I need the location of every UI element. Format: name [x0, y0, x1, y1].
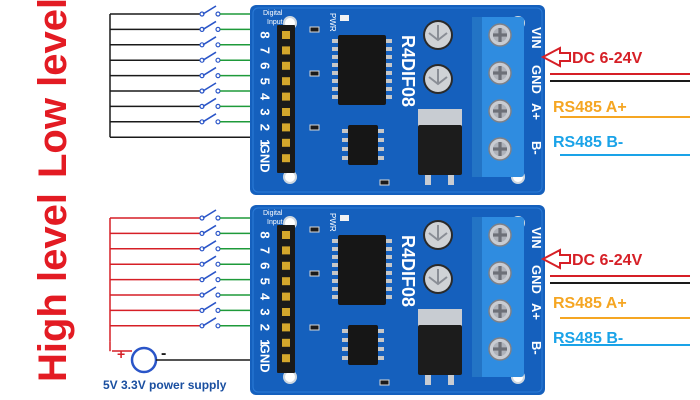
pin-label-6: 6: [258, 262, 273, 269]
pcb: [250, 205, 545, 395]
terminal-label-vin: VIN: [529, 27, 544, 49]
switch-6: [110, 36, 262, 48]
callouts-bottom: DC 6-24V RS485 A+ RS485 B-: [540, 248, 690, 347]
power-supply-icon: [130, 346, 158, 374]
pcb: [250, 5, 545, 195]
digital-label: Digital: [263, 10, 283, 17]
power-minus: -: [161, 345, 166, 362]
dc-arrow-icon: [540, 248, 571, 270]
pin-label-8: 8: [258, 231, 273, 238]
switch-7: [110, 224, 262, 236]
terminal-screw: [488, 223, 512, 247]
switch-2: [110, 301, 262, 313]
small-ic: [342, 325, 384, 365]
model-label: R4DIF08: [398, 235, 418, 307]
rs485-b-label: RS485 B-: [553, 134, 623, 151]
model-label: R4DIF08: [398, 35, 418, 107]
input-label: Input: [267, 219, 283, 226]
switch-8: [110, 5, 262, 17]
high-level-switch-wiring: [109, 209, 262, 352]
voltage-regulator: [418, 309, 462, 385]
terminal-screw: [488, 337, 512, 361]
main-ic: [332, 235, 392, 305]
power-supply-note: 5V 3.3V power supply: [103, 378, 227, 392]
terminal-label-aplus: A+: [529, 103, 544, 120]
switch-7: [110, 20, 262, 32]
pin-label-5: 5: [258, 78, 273, 85]
pin-label-8: 8: [258, 31, 273, 38]
digital-input-header: [277, 25, 295, 173]
high-level-label: High level: [31, 193, 75, 382]
pin-label-7: 7: [258, 247, 273, 254]
main-ic: [332, 35, 392, 105]
terminal-screw: [488, 23, 512, 47]
small-ic: [342, 125, 384, 165]
switch-6: [110, 240, 262, 252]
switch-4: [110, 66, 262, 79]
switch-4: [110, 270, 262, 283]
pin-label-6: 6: [258, 62, 273, 69]
capacitor: [422, 63, 454, 95]
rs485-a-label: RS485 A+: [553, 295, 627, 312]
terminal-block: [472, 217, 524, 377]
capacitor: [422, 263, 454, 295]
switch-8: [110, 209, 262, 221]
switch-5: [110, 51, 262, 63]
switch-1: [110, 113, 262, 125]
dc-input-label: DC 6-24V: [572, 50, 643, 67]
switch-2: [110, 97, 262, 110]
pin-label-4: 4: [258, 93, 273, 101]
terminal-screw: [488, 137, 512, 161]
pwr-led: [340, 15, 349, 21]
terminal-label-aplus: A+: [529, 303, 544, 320]
dc-arrow-icon: [540, 46, 571, 68]
pin-label-3: 3: [258, 108, 273, 115]
switch-3: [110, 286, 262, 298]
voltage-regulator: [418, 109, 462, 185]
callouts-top: DC 6-24V RS485 A+ RS485 B-: [540, 46, 690, 156]
terminal-label-bminus: B-: [529, 341, 544, 355]
terminal-screw: [488, 99, 512, 123]
capacitor: [422, 219, 454, 251]
pin-label-2: 2: [258, 124, 273, 131]
rs485-b-label: RS485 B-: [553, 330, 623, 347]
input-label: Input: [267, 19, 283, 26]
switch-5: [110, 255, 262, 267]
terminal-block: [472, 17, 524, 177]
digital-label: Digital: [263, 210, 283, 217]
pin-label-4: 4: [258, 293, 273, 301]
power-supply: + - 5V 3.3V power supply: [103, 345, 250, 392]
pin-label-1: 1: [258, 139, 273, 146]
terminal-label-gnd: GND: [529, 265, 544, 294]
switch-3: [110, 82, 262, 94]
digital-input-header: [277, 225, 295, 373]
pwr-label: PWR: [328, 213, 337, 232]
terminal-screw: [488, 261, 512, 285]
pin-label-3: 3: [258, 308, 273, 315]
pin-label-gnd: GND: [258, 344, 273, 373]
pin-label-2: 2: [258, 324, 273, 331]
terminal-label-bminus: B-: [529, 141, 544, 155]
terminal-label-gnd: GND: [529, 65, 544, 94]
pin-label-5: 5: [258, 278, 273, 285]
pin-label-7: 7: [258, 47, 273, 54]
power-plus: +: [117, 346, 125, 362]
terminal-label-vin: VIN: [529, 227, 544, 249]
low-level-label: Low level: [31, 0, 75, 178]
pwr-label: PWR: [328, 13, 337, 32]
low-level-switch-wiring: [109, 5, 262, 138]
terminal-screw: [488, 299, 512, 323]
rs485-a-label: RS485 A+: [553, 99, 627, 116]
switch-1: [110, 317, 262, 329]
dc-input-label: DC 6-24V: [572, 252, 643, 269]
pin-label-1: 1: [258, 339, 273, 346]
pin-label-gnd: GND: [258, 144, 273, 173]
capacitor: [422, 19, 454, 51]
terminal-screw: [488, 61, 512, 85]
pwr-led: [340, 215, 349, 221]
